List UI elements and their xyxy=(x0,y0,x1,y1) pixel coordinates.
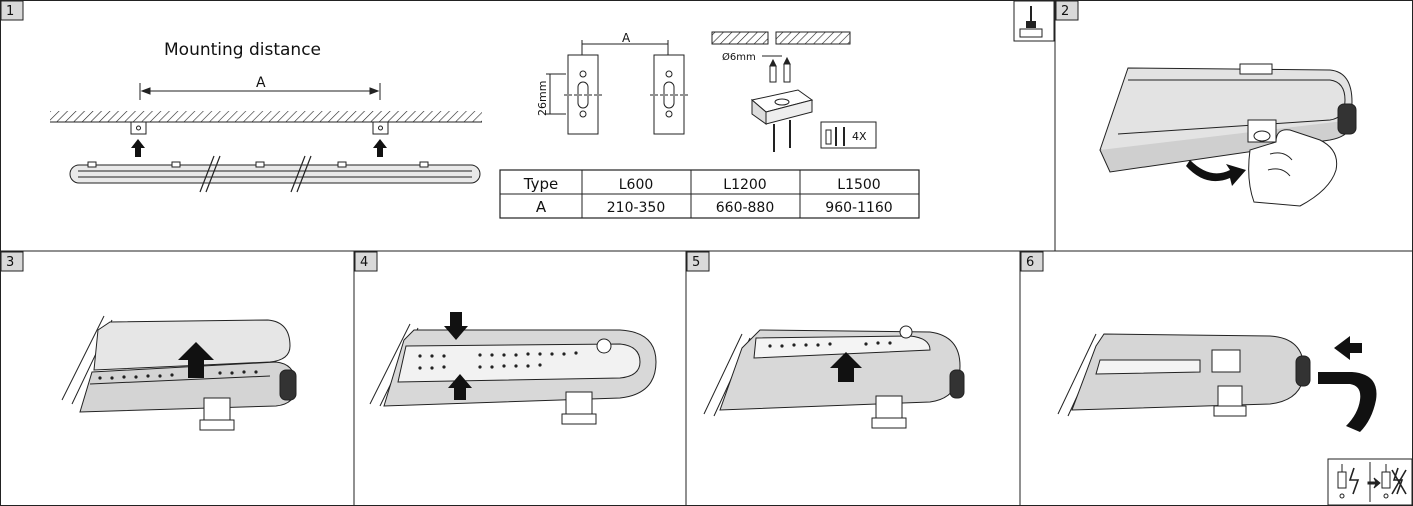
luminaire-side-view xyxy=(69,155,481,193)
step3-rail-holes xyxy=(98,370,258,380)
svg-text:2: 2 xyxy=(1061,4,1069,19)
table-cell-l1500: 960-1160 xyxy=(825,200,892,216)
table-header-type: Type xyxy=(523,175,558,193)
step-badge-1: 1 xyxy=(0,0,24,21)
step3-luminaire xyxy=(61,315,297,431)
step4-rail-holes xyxy=(418,351,578,370)
step2-hand xyxy=(1248,129,1338,207)
ceiling-bracket-drawing xyxy=(711,31,851,57)
svg-text:6: 6 xyxy=(1026,255,1034,270)
step4-down-arrow xyxy=(444,312,468,340)
step3-up-arrow xyxy=(178,342,214,378)
drill-diameter-label: Ø6mm xyxy=(722,51,756,63)
step5-up-arrow xyxy=(830,352,862,382)
step6-cable xyxy=(1318,372,1377,432)
table-header-l1500: L1500 xyxy=(837,177,880,193)
step-badge-4: 4 xyxy=(354,251,378,272)
dimension-label-a: A xyxy=(256,75,266,91)
up-arrows xyxy=(131,139,387,157)
table-header-l600: L600 xyxy=(619,177,654,193)
svg-text:3: 3 xyxy=(6,255,14,270)
svg-text:5: 5 xyxy=(692,255,700,270)
table-cell-l600: 210-350 xyxy=(607,200,666,216)
step6-luminaire xyxy=(1057,333,1311,417)
step2-clip xyxy=(1247,119,1277,143)
table-cell-a: A xyxy=(536,198,547,216)
ceiling-hatch xyxy=(50,111,482,123)
bracket-height-label: 26mm xyxy=(536,81,549,116)
mounting-distance-title: Mounting distance xyxy=(164,40,321,60)
mounting-dimension xyxy=(139,83,381,100)
svg-text:4X: 4X xyxy=(852,130,867,143)
disconnect-power-icon xyxy=(1327,458,1413,506)
table-header-l1200: L1200 xyxy=(723,177,766,193)
mounting-bracket-3d xyxy=(750,89,814,152)
step6-left-arrow xyxy=(1334,336,1362,360)
wall-plugs-icon xyxy=(769,56,791,83)
svg-text:1: 1 xyxy=(6,4,14,19)
step4-luminaire xyxy=(369,323,657,425)
step5-rail-holes xyxy=(768,341,892,348)
ceiling-clips xyxy=(130,121,389,135)
step-badge-2: 2 xyxy=(1055,0,1079,21)
installer-tool-icon xyxy=(1013,0,1055,42)
step4-up-arrow xyxy=(448,374,472,400)
screws-icon: 4X xyxy=(820,121,877,149)
bracket-hole-diagram xyxy=(546,40,688,135)
step2-rotate-arrow xyxy=(1186,160,1246,186)
step-badge-3: 3 xyxy=(0,251,24,272)
spec-table: Type L600 L1200 L1500 A 210-350 660-880 … xyxy=(499,169,920,219)
bracket-dim-label: A xyxy=(622,31,631,45)
step-badge-5: 5 xyxy=(686,251,710,272)
step-badge-6: 6 xyxy=(1020,251,1044,272)
svg-text:4: 4 xyxy=(360,255,368,270)
step5-luminaire xyxy=(703,325,965,429)
table-cell-l1200: 660-880 xyxy=(716,200,775,216)
